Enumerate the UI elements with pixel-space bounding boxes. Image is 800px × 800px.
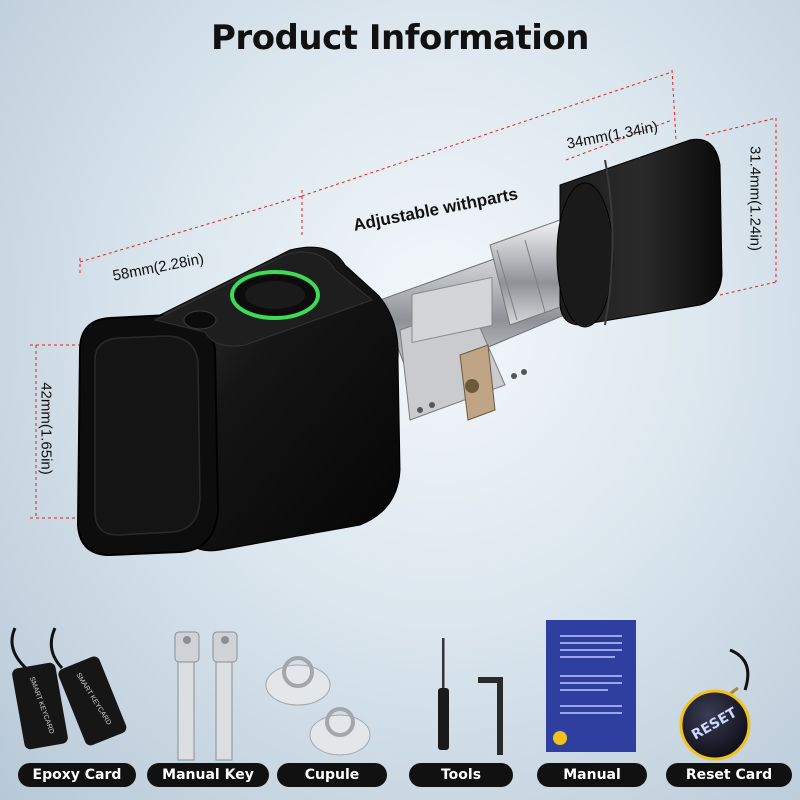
key-icon bbox=[174, 631, 238, 761]
suction-cup-icon bbox=[265, 656, 371, 756]
dim-line-58mm bbox=[79, 195, 303, 263]
reset-fob-icon: RESET bbox=[679, 648, 751, 761]
dim-line-adjustable bbox=[301, 71, 673, 197]
lock-body bbox=[76, 246, 401, 557]
screwdriver-icon bbox=[438, 638, 503, 755]
dim-line-34mm bbox=[565, 119, 673, 161]
accessory-label-cupule: Cupule bbox=[277, 763, 387, 787]
accessory-label-reset-card: Reset Card bbox=[666, 763, 792, 787]
accessory-label-tools: Tools bbox=[409, 763, 513, 787]
keycard-fob-icon: SMART KEYCARD SMART KEYCARD bbox=[10, 627, 127, 750]
lock-cylinder bbox=[379, 219, 601, 421]
dim-label-knob-diameter: 31.4mm(1.24in) bbox=[746, 145, 764, 252]
lock-knob bbox=[556, 138, 723, 328]
dim-label-body-height: 42mm(1.65in) bbox=[37, 382, 55, 475]
accessory-label-epoxy-card: Epoxy Card bbox=[18, 763, 136, 787]
accessory-label-manual: Manual bbox=[537, 763, 647, 787]
page-title: Product Information bbox=[211, 18, 589, 58]
accessory-label-manual-key: Manual Key bbox=[147, 763, 269, 787]
dimension-lines bbox=[30, 69, 777, 519]
manual-booklet-icon bbox=[546, 620, 636, 752]
